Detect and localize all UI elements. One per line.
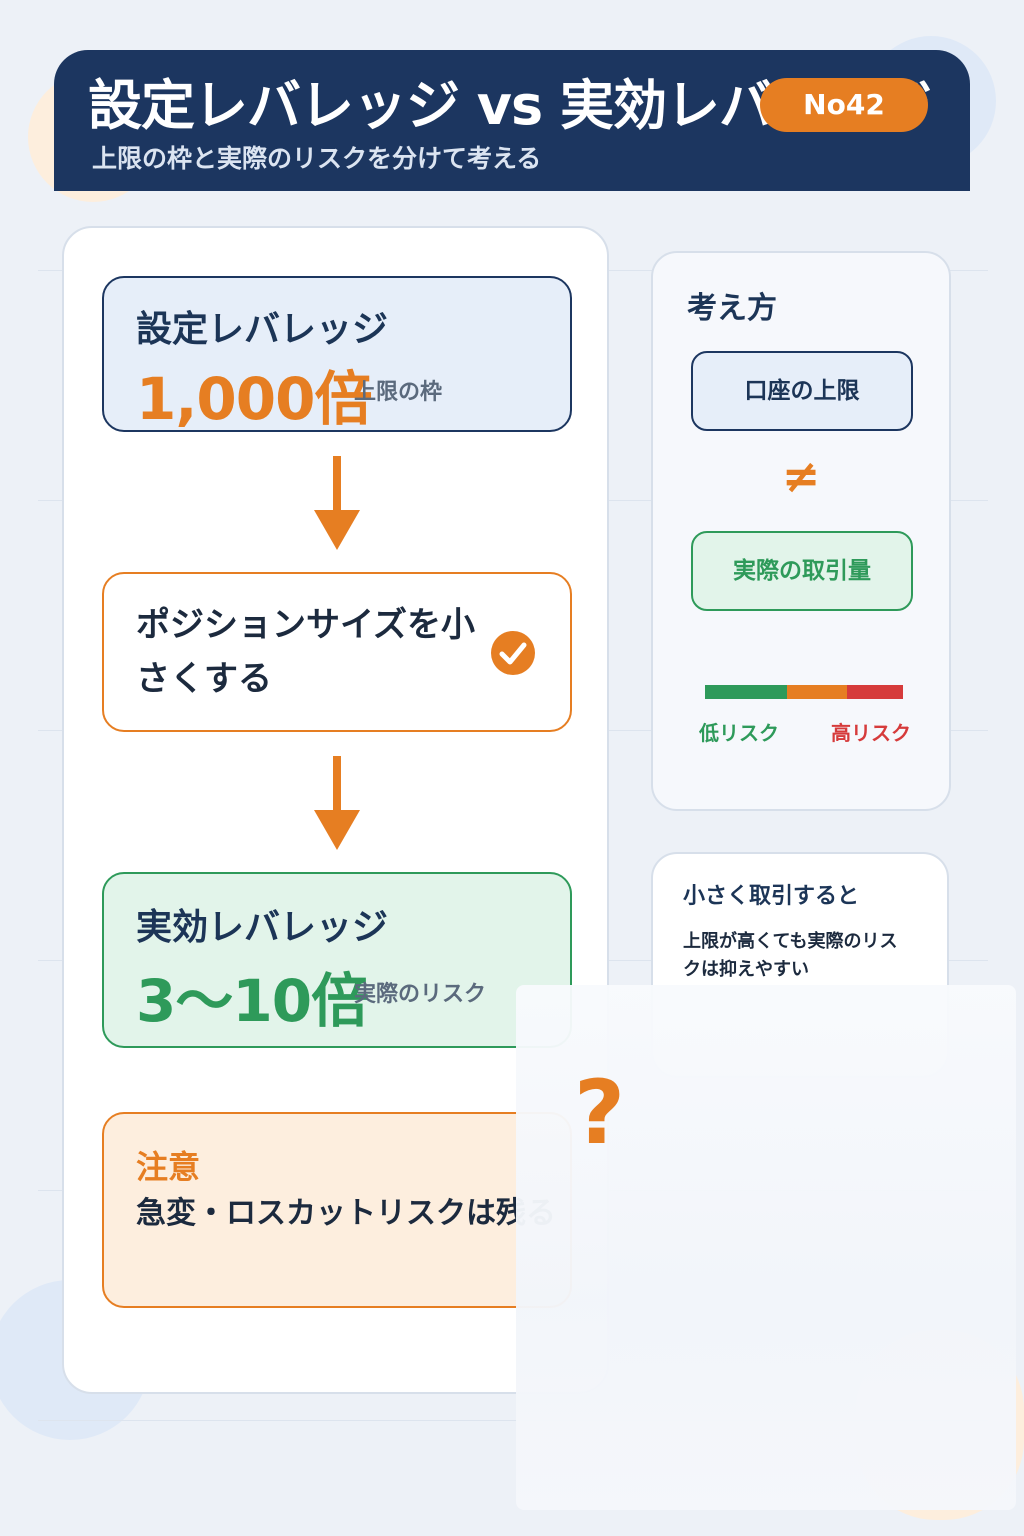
setting-leverage-note: 上限の枠 <box>354 380 443 405</box>
concept-card: 考え方 口座の上限 ≠ 実際の取引量 低リスク 高リスク <box>651 251 951 811</box>
caution-title: 注意 <box>136 1148 201 1186</box>
bg-gridline <box>38 1420 988 1421</box>
arrow-down-icon <box>314 456 360 550</box>
setting-leverage-label: 設定レバレッジ <box>136 309 389 350</box>
caution-text: 急変・ロスカットリスクは残る <box>136 1196 556 1231</box>
setting-leverage-box: 設定レバレッジ 1,000倍 上限の枠 <box>102 276 572 433</box>
risk-low-label: 低リスク <box>699 721 779 745</box>
faded-overlay <box>516 985 1016 1510</box>
risk-bar-mid <box>787 685 847 699</box>
position-size-text: ポジションサイズを小さくする <box>136 605 475 699</box>
effective-leverage-label: 実効レバレッジ <box>136 907 389 948</box>
question-mark-icon: ? <box>574 1061 626 1164</box>
header-banner: 設定レバレッジ vs 実効レバレッジ 上限の枠と実際のリスクを分けて考える No… <box>54 50 970 191</box>
not-equal-icon: ≠ <box>781 449 821 503</box>
check-circle-icon <box>491 631 535 675</box>
arrow-down-icon <box>314 756 360 850</box>
position-size-box: ポジションサイズを小さくする <box>102 572 572 732</box>
effective-leverage-note: 実際のリスク <box>354 982 487 1007</box>
risk-bar-low <box>705 685 787 699</box>
actual-trade-pill: 実際の取引量 <box>691 531 913 611</box>
effective-leverage-box: 実効レバレッジ 3〜10倍 実際のリスク <box>102 872 572 1048</box>
effective-leverage-value: 3〜10倍 <box>136 967 369 1035</box>
risk-bar-high <box>847 685 903 699</box>
summary-text: 上限が高くても実際のリスクは抑えやすい <box>683 931 898 980</box>
flow-card: 設定レバレッジ 1,000倍 上限の枠 ポジションサイズを小さくする 実効レバレ… <box>62 226 609 1394</box>
risk-high-label: 高リスク <box>831 721 911 745</box>
page-subtitle: 上限の枠と実際のリスクを分けて考える <box>92 144 542 173</box>
account-limit-pill: 口座の上限 <box>691 351 913 431</box>
number-badge: No42 <box>760 78 928 132</box>
concept-title: 考え方 <box>687 291 777 326</box>
caution-box: 注意 急変・ロスカットリスクは残る <box>102 1112 572 1308</box>
summary-title: 小さく取引すると <box>683 884 860 909</box>
setting-leverage-value: 1,000倍 <box>136 365 372 433</box>
